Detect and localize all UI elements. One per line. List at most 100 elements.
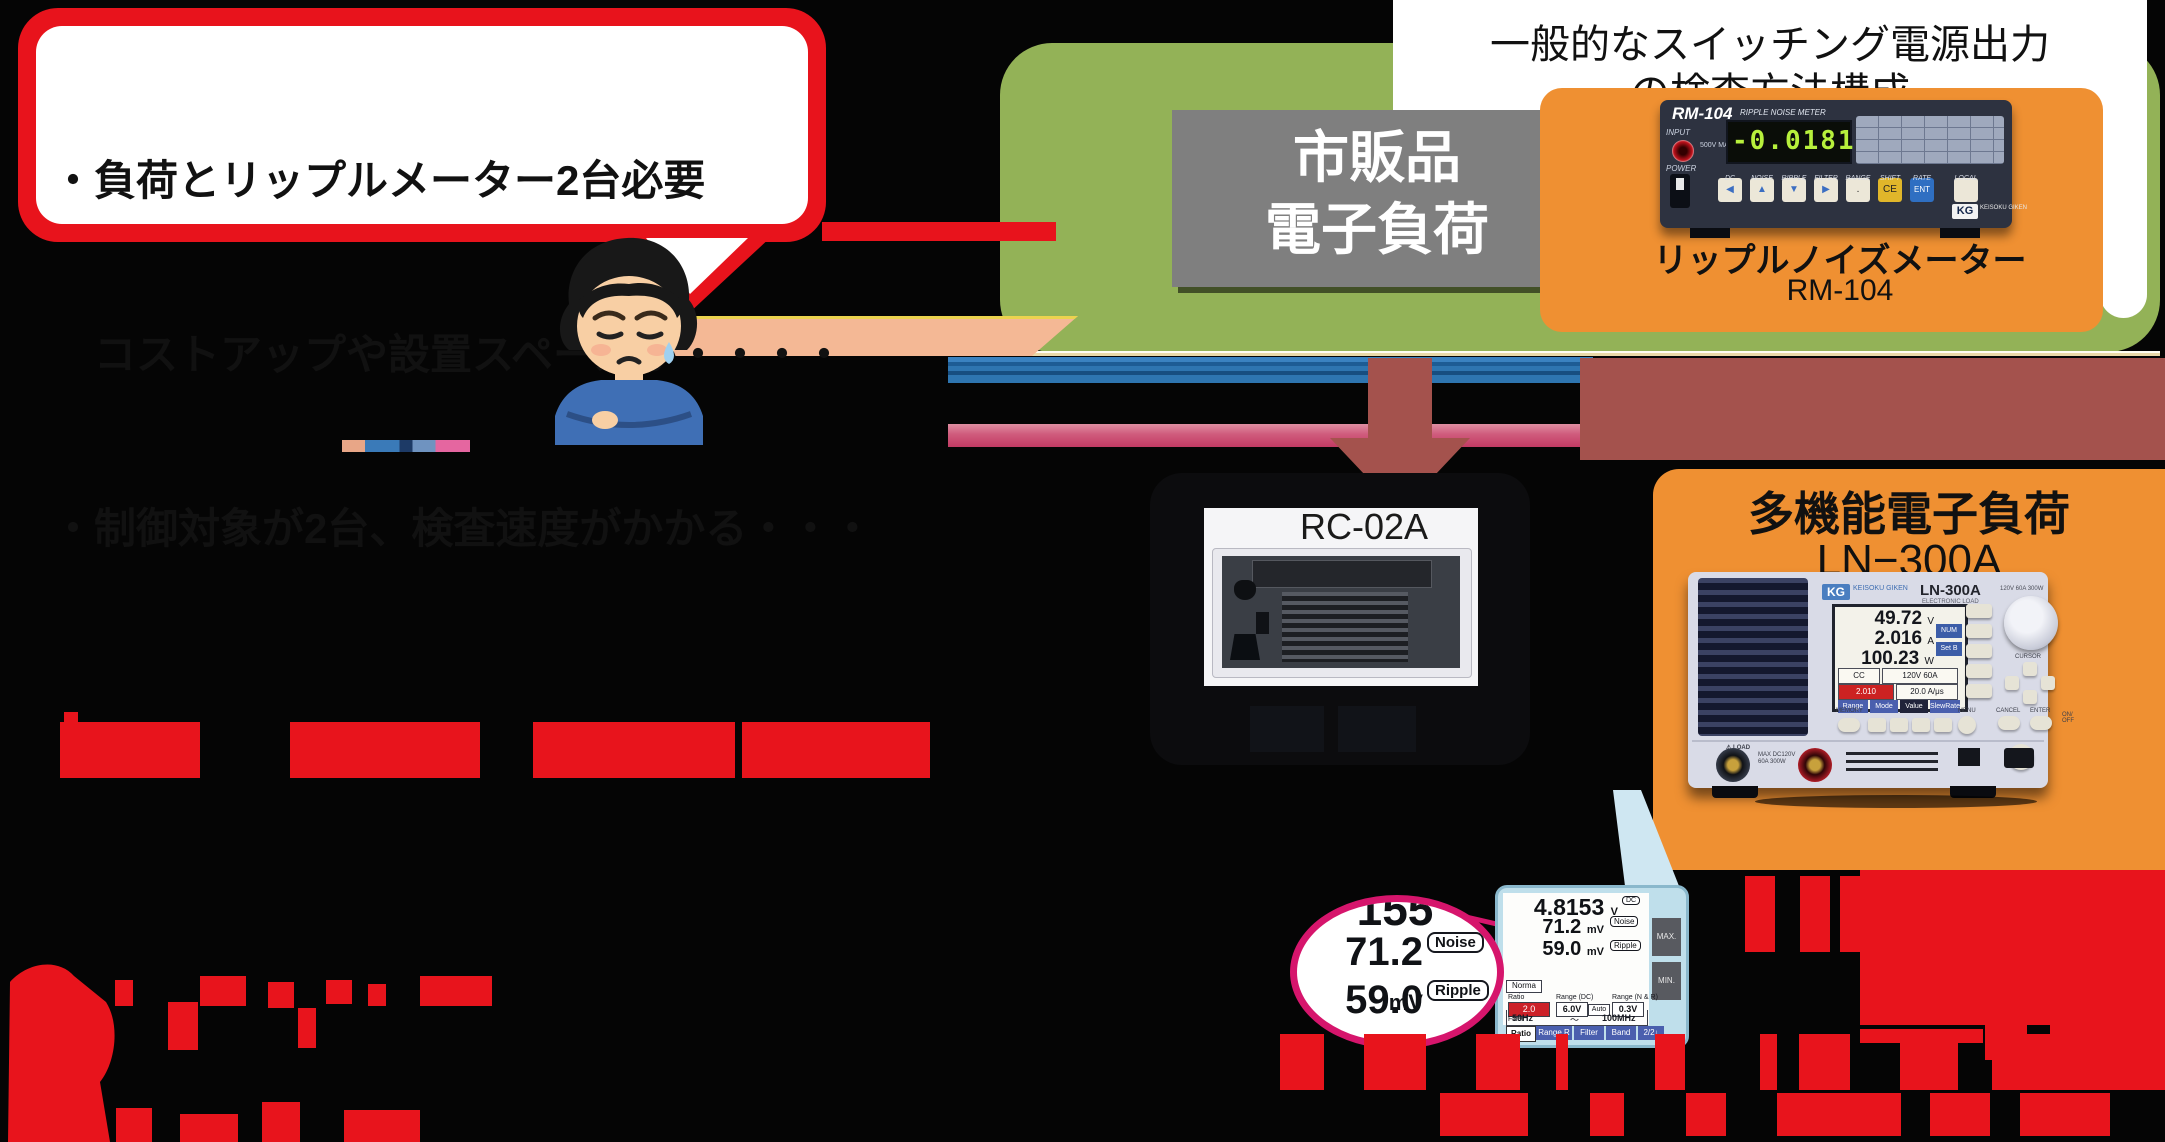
rm104-key-range: RANGE. [1846, 175, 1870, 202]
rm104-input-jack [1672, 140, 1694, 162]
person-crossed-arms [565, 411, 693, 428]
rm104-key-noise: NOISE▲ [1750, 175, 1774, 202]
red-text-fragment [290, 722, 480, 778]
ln300a-cancel-label: CANCEL [1996, 708, 2021, 714]
red-text-fragment [1476, 1034, 1520, 1090]
red-text-fragment-blob [8, 964, 115, 1142]
magnifier-noise-reading: 71.2 mV [1303, 930, 1423, 1020]
person-body [555, 380, 703, 445]
cursor-down-key [2023, 690, 2037, 704]
person-eyebrow-left [592, 310, 626, 321]
soft-key [1890, 718, 1908, 732]
ln300a-volts: 49.72 V [1848, 608, 1935, 630]
red-text-fragment [64, 712, 78, 722]
red-text-fragment [200, 976, 246, 1006]
person-bangs [578, 282, 682, 318]
ln300a-device-sub: ELECTRONIC LOAD [1922, 599, 1979, 605]
magnifier-clipped-digits: 155 [1356, 895, 1434, 935]
red-banner-fragment [1745, 876, 1775, 952]
lcd-ripple-unit: mV [1586, 946, 1604, 958]
lcd-callout-wedge [1613, 790, 1679, 886]
ln300a-brand-name: KEISOKU GIKEN [1853, 585, 1908, 592]
volts-unit: V [1927, 616, 1934, 627]
mag-noise-chip: Noise [1427, 932, 1484, 953]
bubble-line1: ・負荷とリップルメーター2台必要 [52, 157, 706, 204]
rc02a-ac-inlet [1230, 634, 1260, 660]
ln300a-tab-mode: Mode [1870, 700, 1898, 713]
red-text-fragment [742, 722, 930, 778]
mag-noise-unit: mV [1388, 990, 1423, 1015]
ln300a-memory-label: MEMORY [1836, 708, 1863, 714]
soft-key [1912, 718, 1930, 732]
multicolor-strip-fragment [342, 440, 470, 452]
ln300a-setb-badge: Set B [1936, 642, 1962, 656]
rm104-max-label: 500V MAX [1700, 142, 1734, 149]
amps-value: 2.016 [1874, 628, 1923, 649]
rm104-key-label: NOISE [1751, 175, 1773, 182]
ln300a-shadow [1755, 795, 2037, 808]
amps-unit: A [1927, 636, 1934, 647]
person-eyebrow-right [634, 310, 668, 321]
red-text-fragment [420, 976, 492, 1006]
ln300a-enter-label: ENTER [2030, 708, 2051, 714]
red-text-fragment [1686, 1093, 1726, 1136]
volts-value: 49.72 [1874, 608, 1923, 629]
rm104-input-label: INPUT [1666, 128, 1690, 137]
rm104-power-switch [1670, 174, 1690, 208]
person-hand [592, 411, 618, 429]
lcd-min-button: MIN. [1652, 962, 1681, 1000]
red-text-fragment [180, 1114, 238, 1142]
usb-port [1958, 748, 1980, 766]
ln300a-tab-value: Value [1900, 700, 1928, 713]
soft-key [1934, 718, 1952, 732]
lcd-noise-chip: Noise [1610, 916, 1639, 927]
rm104-key-local: LOCAL [1954, 175, 1978, 202]
person-eye-right [636, 331, 664, 340]
person-tear [664, 342, 674, 364]
lcd-noise-reading: 71.2 mV [1508, 916, 1604, 939]
magnifier-ellipse: 155 71.2 mV Noise 59.0 mV Ripple [1290, 895, 1504, 1049]
rc02a-power-switch [1256, 612, 1269, 634]
red-banner-solid [1860, 870, 2165, 1025]
lcd-dc-value: 4.8153 [1533, 894, 1605, 920]
market-load-label: 市販品 電子負荷 [1172, 122, 1582, 266]
lcd-button-filter: Filter [1574, 1026, 1604, 1040]
lcd-normal-box: Norma [1506, 980, 1542, 993]
lcd-range-nr-label: Range (N & R) [1612, 994, 1658, 1001]
rm104-key-label: DC [1724, 175, 1736, 182]
ln300a-device-model: LN-300A [1920, 582, 1981, 599]
ln300a-rating: 120V 60A 300W [2000, 586, 2044, 592]
left-arrow-icon: ◀ [1726, 184, 1734, 195]
ln300a-power-rocker [2004, 748, 2034, 768]
magnifier-ripple-reading: 59.0 mV [1303, 978, 1423, 1042]
rm104-key-label: RANGE [1845, 175, 1871, 182]
bubble-bottom-red-bar [822, 222, 1056, 241]
rm104-key-label: LOCAL [1954, 175, 1978, 182]
rm104-brand-name: KEISOKU GIKEN [1980, 205, 2028, 211]
ln300a-tab-range: Range [1838, 700, 1868, 713]
rm104-caption: リップルノイズメーター [1653, 242, 2027, 280]
cursor-up-key [2023, 662, 2037, 676]
red-text-fragment [1364, 1034, 1426, 1090]
red-text-fragment [1760, 1034, 1777, 1090]
cursor-left-key [2005, 676, 2019, 690]
ln300a-panel-divider [1692, 740, 2044, 742]
rm104-display [1726, 120, 1852, 164]
red-text-fragment [533, 722, 735, 778]
rc02a-vent-grille [1282, 592, 1408, 662]
rm104-key-dc: DC ◀ [1718, 175, 1742, 202]
person-eye-left [596, 331, 624, 340]
mag-ripple-value: 59.0 [1345, 978, 1423, 1022]
lcd-filter-low: 50Hz [1512, 1013, 1534, 1023]
red-text-fragment [1655, 1034, 1685, 1090]
faint-caption-fragment [1338, 706, 1416, 752]
red-text-fragment [368, 984, 386, 1006]
memory-key [1838, 718, 1860, 732]
red-text-fragment [116, 1108, 152, 1142]
watts-unit: W [1924, 656, 1934, 667]
market-load-line1: 市販品 [1293, 126, 1461, 189]
ln300a-tab-slew: SlewRate [1930, 700, 1960, 713]
lcd-ratio-label: Ratio [1508, 994, 1525, 1001]
